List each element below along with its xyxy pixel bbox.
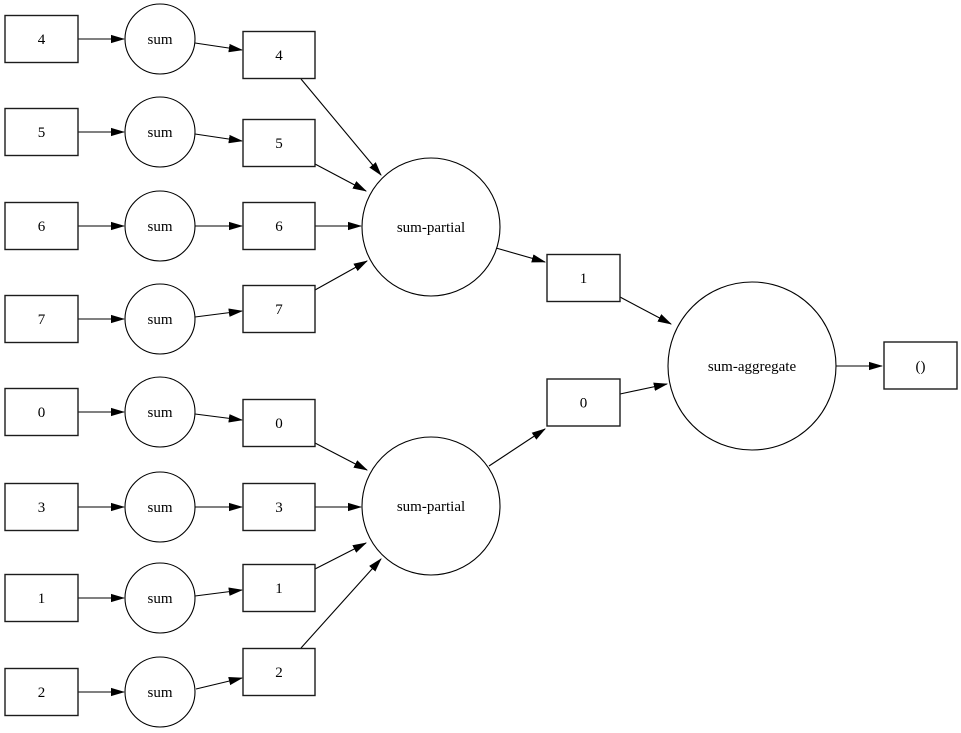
partial-result-label: 1 — [580, 271, 588, 287]
value-box — [242, 398, 316, 448]
input-box — [4, 14, 79, 64]
input-box — [4, 107, 79, 157]
output-box — [883, 341, 958, 390]
value-label: 7 — [275, 302, 283, 318]
edges — [78, 34, 884, 697]
input-label: 5 — [38, 125, 46, 141]
row-6: 3 sum 3 — [4, 471, 316, 543]
sum-label: sum — [147, 32, 172, 48]
sum-node — [124, 3, 196, 75]
sum-aggregate-node — [667, 281, 837, 451]
sum-partial-label: sum-partial — [397, 499, 465, 515]
output-label: () — [916, 359, 926, 375]
value-box — [242, 284, 316, 334]
row-8: 2 sum 2 — [4, 647, 316, 728]
edge-arrow — [314, 442, 368, 471]
value-label: 4 — [275, 48, 283, 64]
sum-partial-node — [361, 157, 501, 297]
partial-result-label: 0 — [580, 396, 588, 412]
value-label: 5 — [275, 136, 283, 152]
input-label: 7 — [38, 312, 46, 328]
sum-label: sum — [147, 125, 172, 141]
edge-arrow — [314, 260, 368, 291]
edge-arrow — [194, 42, 244, 53]
value-box — [242, 482, 316, 532]
edge-arrow — [300, 558, 382, 649]
input-label: 0 — [38, 405, 46, 421]
sum-partial-node — [361, 436, 501, 576]
sum-node — [124, 562, 196, 634]
input-box — [4, 201, 79, 251]
value-label: 1 — [275, 581, 283, 597]
value-box — [242, 30, 316, 80]
value-label: 3 — [275, 500, 283, 516]
sum-node — [124, 96, 196, 168]
partial-result-box — [546, 253, 621, 303]
value-label: 2 — [275, 665, 283, 681]
edge-arrow — [619, 296, 672, 325]
sum-label: sum — [147, 685, 172, 701]
edge-arrow — [194, 413, 244, 423]
sum-partial-label: sum-partial — [397, 220, 465, 236]
sum-label: sum — [147, 219, 172, 235]
sum-label: sum — [147, 312, 172, 328]
edge-arrow — [194, 587, 244, 597]
input-box — [4, 294, 79, 344]
edge-arrow — [495, 247, 547, 263]
sum-node — [124, 376, 196, 448]
edge-arrow — [314, 542, 367, 570]
value-box — [242, 118, 316, 168]
input-box — [4, 573, 79, 623]
edge-arrow — [619, 382, 669, 395]
input-label: 1 — [38, 591, 46, 607]
sum-node — [124, 656, 196, 728]
input-box — [4, 482, 79, 532]
edge-arrow — [314, 163, 367, 192]
sum-node — [124, 190, 196, 262]
sum-node — [124, 471, 196, 543]
row-2: 5 sum 5 — [4, 96, 316, 168]
value-box — [242, 563, 316, 613]
input-box — [4, 667, 79, 717]
edge-arrow — [194, 308, 244, 318]
value-box — [242, 647, 316, 697]
value-label: 0 — [275, 416, 283, 432]
edge-arrow — [195, 677, 244, 690]
row-7: 1 sum 1 — [4, 562, 316, 634]
row-4: 7 sum 7 — [4, 283, 316, 355]
sum-label: sum — [147, 500, 172, 516]
sum-label: sum — [147, 405, 172, 421]
input-label: 4 — [38, 32, 46, 48]
input-label: 3 — [38, 500, 46, 516]
edge-arrow — [300, 78, 382, 176]
sum-node — [124, 283, 196, 355]
upper-sum-partial: sum-partial 1 — [361, 157, 621, 303]
sum-label: sum — [147, 591, 172, 607]
input-box — [4, 387, 79, 437]
lower-sum-partial: sum-partial 0 — [361, 378, 621, 576]
sum-aggregate-label: sum-aggregate — [708, 359, 797, 375]
input-label: 2 — [38, 685, 46, 701]
input-label: 6 — [38, 219, 46, 235]
value-label: 6 — [275, 219, 283, 235]
edge-arrow — [488, 428, 546, 467]
row-1: 4 sum 4 — [4, 3, 316, 80]
sum-aggregate: sum-aggregate () — [667, 281, 958, 451]
row-3: 6 sum 6 — [4, 190, 316, 262]
row-5: 0 sum 0 — [4, 376, 316, 448]
edge-arrow — [194, 133, 244, 144]
partial-result-box — [546, 378, 621, 427]
value-box — [242, 201, 316, 251]
